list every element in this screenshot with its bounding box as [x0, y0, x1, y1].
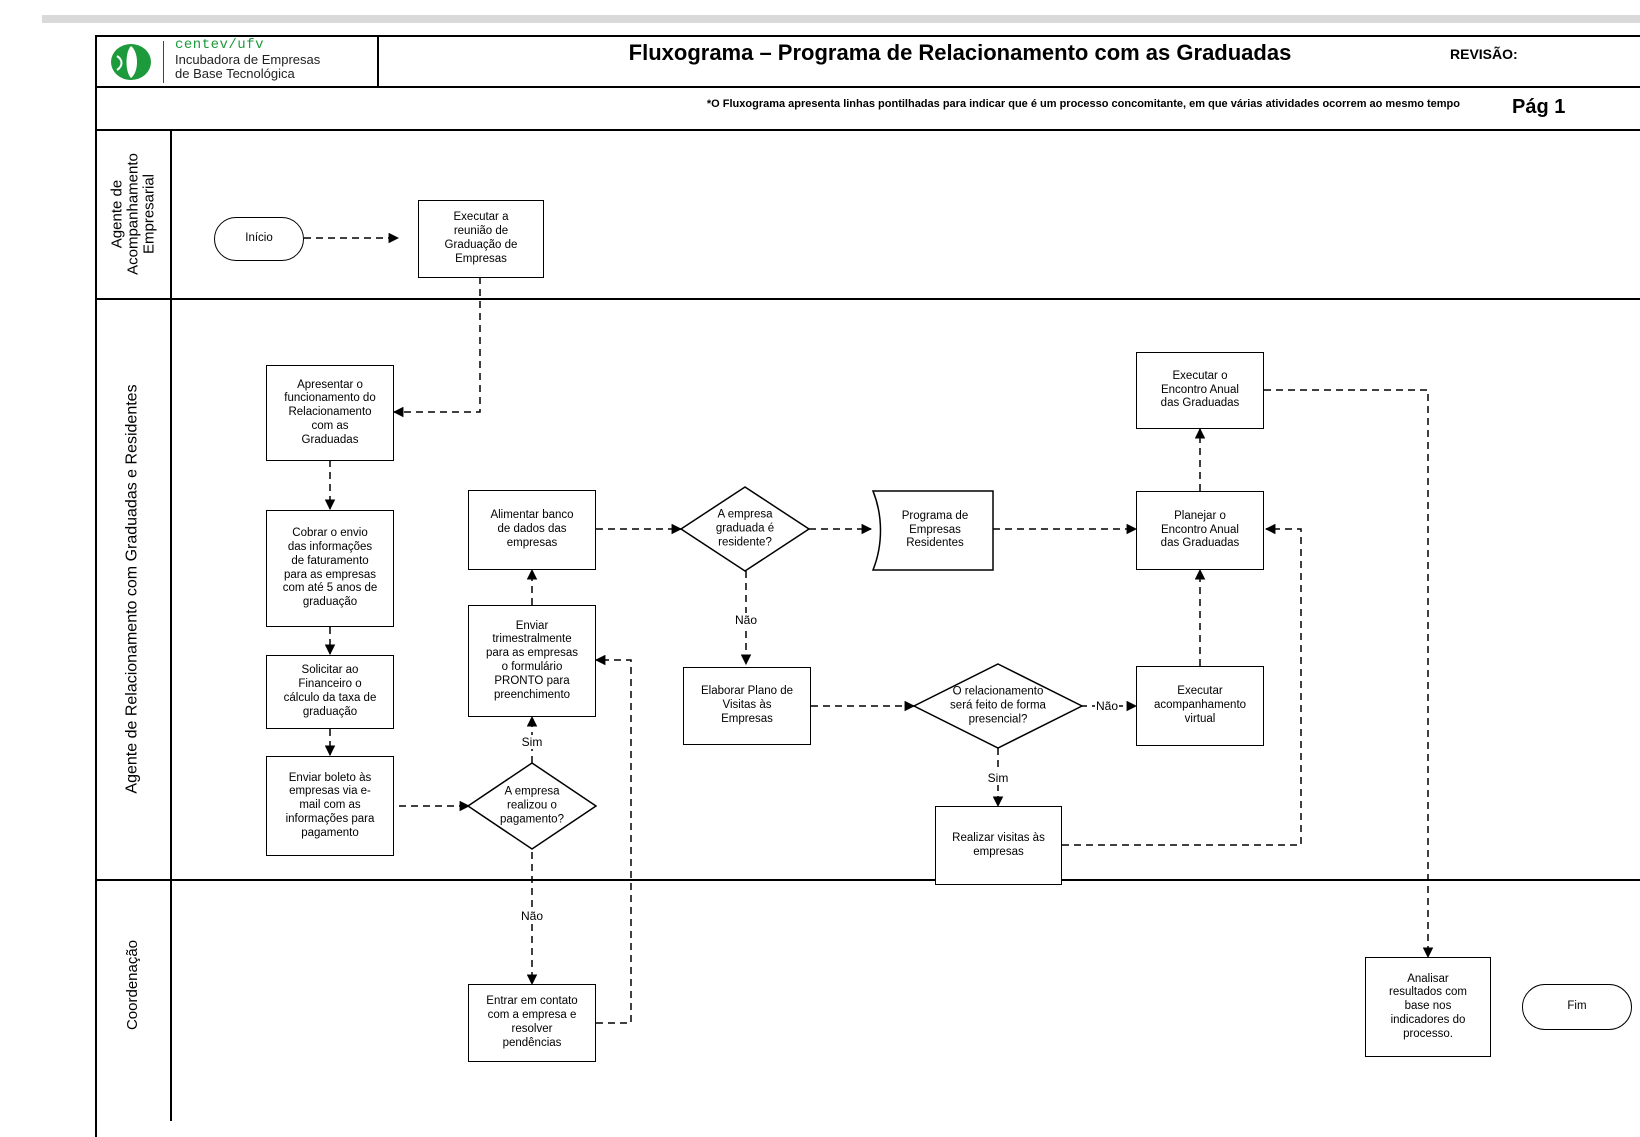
logo: centev/ufv Incubadora de Empresas de Bas… — [97, 37, 377, 87]
start-terminal: Início — [214, 217, 304, 261]
logo-line-2: de Base Tecnológica — [175, 66, 295, 81]
lane-rule-2 — [95, 879, 1640, 881]
process-alimentar-banco: Alimentar banco de dados das empresas — [468, 490, 596, 570]
data-programa-residentes: Programa de Empresas Residentes — [901, 509, 969, 550]
lane-top-rule — [95, 129, 1640, 131]
logo-separator — [163, 41, 164, 83]
edge-label-sim-pagamento: Sim — [520, 735, 544, 749]
process-realizar-visitas: Realizar visitas às empresas — [935, 806, 1062, 885]
document-title: Fluxograma – Programa de Relacionamento … — [628, 40, 1292, 65]
process-acompanhamento-virtual: Executar acompanhamento virtual — [1136, 666, 1264, 746]
header-divider — [377, 35, 379, 88]
page-number: Pág 1 — [1512, 96, 1566, 118]
header-rule — [95, 86, 1640, 88]
decision-pagamento-label: A empresa realizou o pagamento? — [500, 785, 564, 825]
lane-rule-1 — [95, 298, 1640, 300]
revision-label: REVISÃO: — [1450, 46, 1518, 62]
edge-label-sim-presencial: Sim — [986, 771, 1010, 785]
process-analisar: Analisar resultados com base nos indicad… — [1365, 957, 1491, 1057]
lane-label-column — [170, 129, 172, 1121]
process-planejar-encontro: Planejar o Encontro Anual das Graduadas — [1136, 491, 1264, 570]
end-terminal: Fim — [1522, 984, 1632, 1030]
process-cobrar: Cobrar o envio das informações de fatura… — [266, 510, 394, 627]
process-solicitar: Solicitar ao Financeiro o cálculo da tax… — [266, 655, 394, 729]
process-elaborar-plano: Elaborar Plano de Visitas às Empresas — [683, 667, 811, 745]
lane-agente-relacionamento: Agente de Relacionamento com Graduadas e… — [123, 384, 141, 794]
concurrency-note: *O Fluxograma apresenta linhas pontilhad… — [706, 98, 1460, 110]
edge-label-nao-presencial: Não — [1094, 699, 1120, 713]
diagram-frame — [95, 35, 1640, 1137]
edge-label-nao-residente: Não — [733, 613, 759, 627]
process-apresentar: Apresentar o funcionamento do Relacionam… — [266, 365, 394, 461]
logo-line-1: Incubadora de Empresas — [175, 52, 321, 67]
process-executar-reuniao: Executar a reunião de Graduação de Empre… — [418, 200, 544, 278]
logo-icon — [111, 44, 151, 80]
top-rule — [42, 15, 1640, 23]
decision-presencial-label: O relacionamento será feito de forma pre… — [950, 685, 1046, 725]
decision-residente-label: A empresa graduada é residente? — [715, 508, 775, 548]
process-executar-encontro: Executar o Encontro Anual das Graduadas — [1136, 352, 1264, 429]
edge-label-nao-pagamento: Não — [519, 909, 545, 923]
process-enviar-boleto: Enviar boleto às empresas via e- mail co… — [266, 756, 394, 856]
lane-agente-acompanhamento: Agente de Acompanhamento Empresarial — [108, 153, 157, 275]
process-entrar-contato: Entrar em contato com a empresa e resolv… — [468, 984, 596, 1062]
process-enviar-trimestral: Enviar trimestralmente para as empresas … — [468, 605, 596, 717]
logo-brand: centev/ufv — [175, 37, 265, 53]
lane-coordenacao: Coordenação — [124, 939, 142, 1031]
